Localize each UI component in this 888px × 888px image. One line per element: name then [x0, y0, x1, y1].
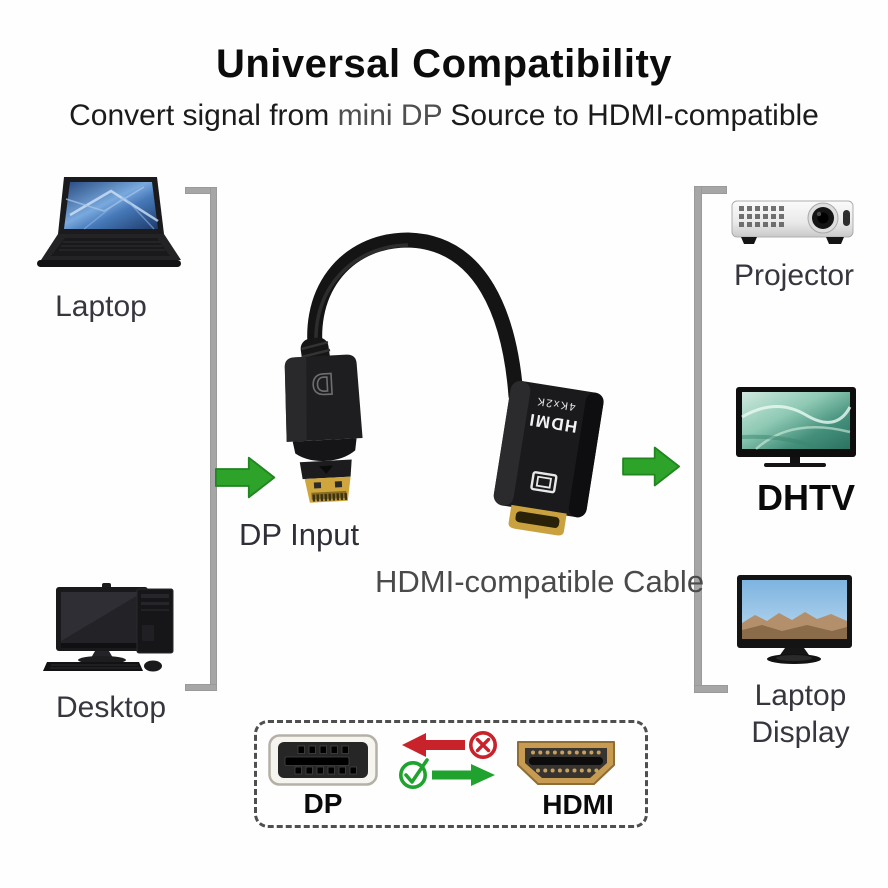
- compatibility-panel: [254, 720, 648, 828]
- hdmi-plug-image: [517, 741, 615, 785]
- left-bracket-bottom: [185, 684, 217, 691]
- laptop-display-label-line1: Laptop: [754, 679, 847, 712]
- left-bracket-vertical: [210, 187, 217, 691]
- left-bracket-top: [185, 187, 217, 194]
- right-bracket-top: [694, 186, 727, 194]
- hdmi-port-label: HDMI: [542, 789, 614, 820]
- right-bracket-bottom: [694, 685, 728, 693]
- projector-vents: [739, 206, 784, 227]
- adapter-image: D 4Kx2K HDMI: [284, 232, 604, 536]
- subtitle-prefix: Convert signal from: [69, 99, 338, 132]
- dp-plug: D: [284, 354, 363, 503]
- green-arrow-right-icon: [622, 446, 681, 487]
- right-bracket-vertical: [694, 186, 702, 693]
- projector-label: Projector: [733, 259, 855, 292]
- projector-image: [731, 200, 854, 244]
- laptop-display-image: [737, 575, 852, 664]
- display-icon: [530, 471, 558, 494]
- laptop-display-label: Laptop Display: [728, 677, 873, 751]
- desktop-image: [43, 583, 174, 672]
- ok-direction-icon: [399, 758, 495, 789]
- laptop-display-label-line2: Display: [751, 716, 850, 749]
- dp-socket-image: [268, 734, 378, 786]
- adapter-cable: [307, 232, 524, 404]
- subtitle-suffix: Source to HDMI-compatible: [442, 99, 819, 132]
- hdmi-pins-top: [531, 750, 601, 755]
- hdmi-pins-bottom: [536, 768, 599, 773]
- desktop-label: Desktop: [55, 691, 167, 724]
- dhtv-image: [736, 387, 856, 467]
- page-title: Universal Compatibility: [215, 42, 673, 86]
- wrong-direction-icon: [402, 731, 498, 759]
- dhtv-label: DHTV: [757, 477, 855, 518]
- dp-logo: D: [311, 366, 334, 400]
- laptop-image: [37, 177, 181, 267]
- hdmi-socket-body: 4Kx2K HDMI: [493, 380, 604, 536]
- cable-label: HDMI-compatible Cable: [375, 564, 705, 599]
- dp-input-label: DP Input: [239, 517, 360, 552]
- subtitle-highlight: mini DP: [337, 99, 443, 132]
- subtitle: Convert signal from mini DP Source to HD…: [0, 99, 888, 133]
- green-arrow-left-icon: [215, 456, 276, 499]
- laptop-label: Laptop: [55, 290, 147, 323]
- dp-port-label: DP: [303, 788, 343, 819]
